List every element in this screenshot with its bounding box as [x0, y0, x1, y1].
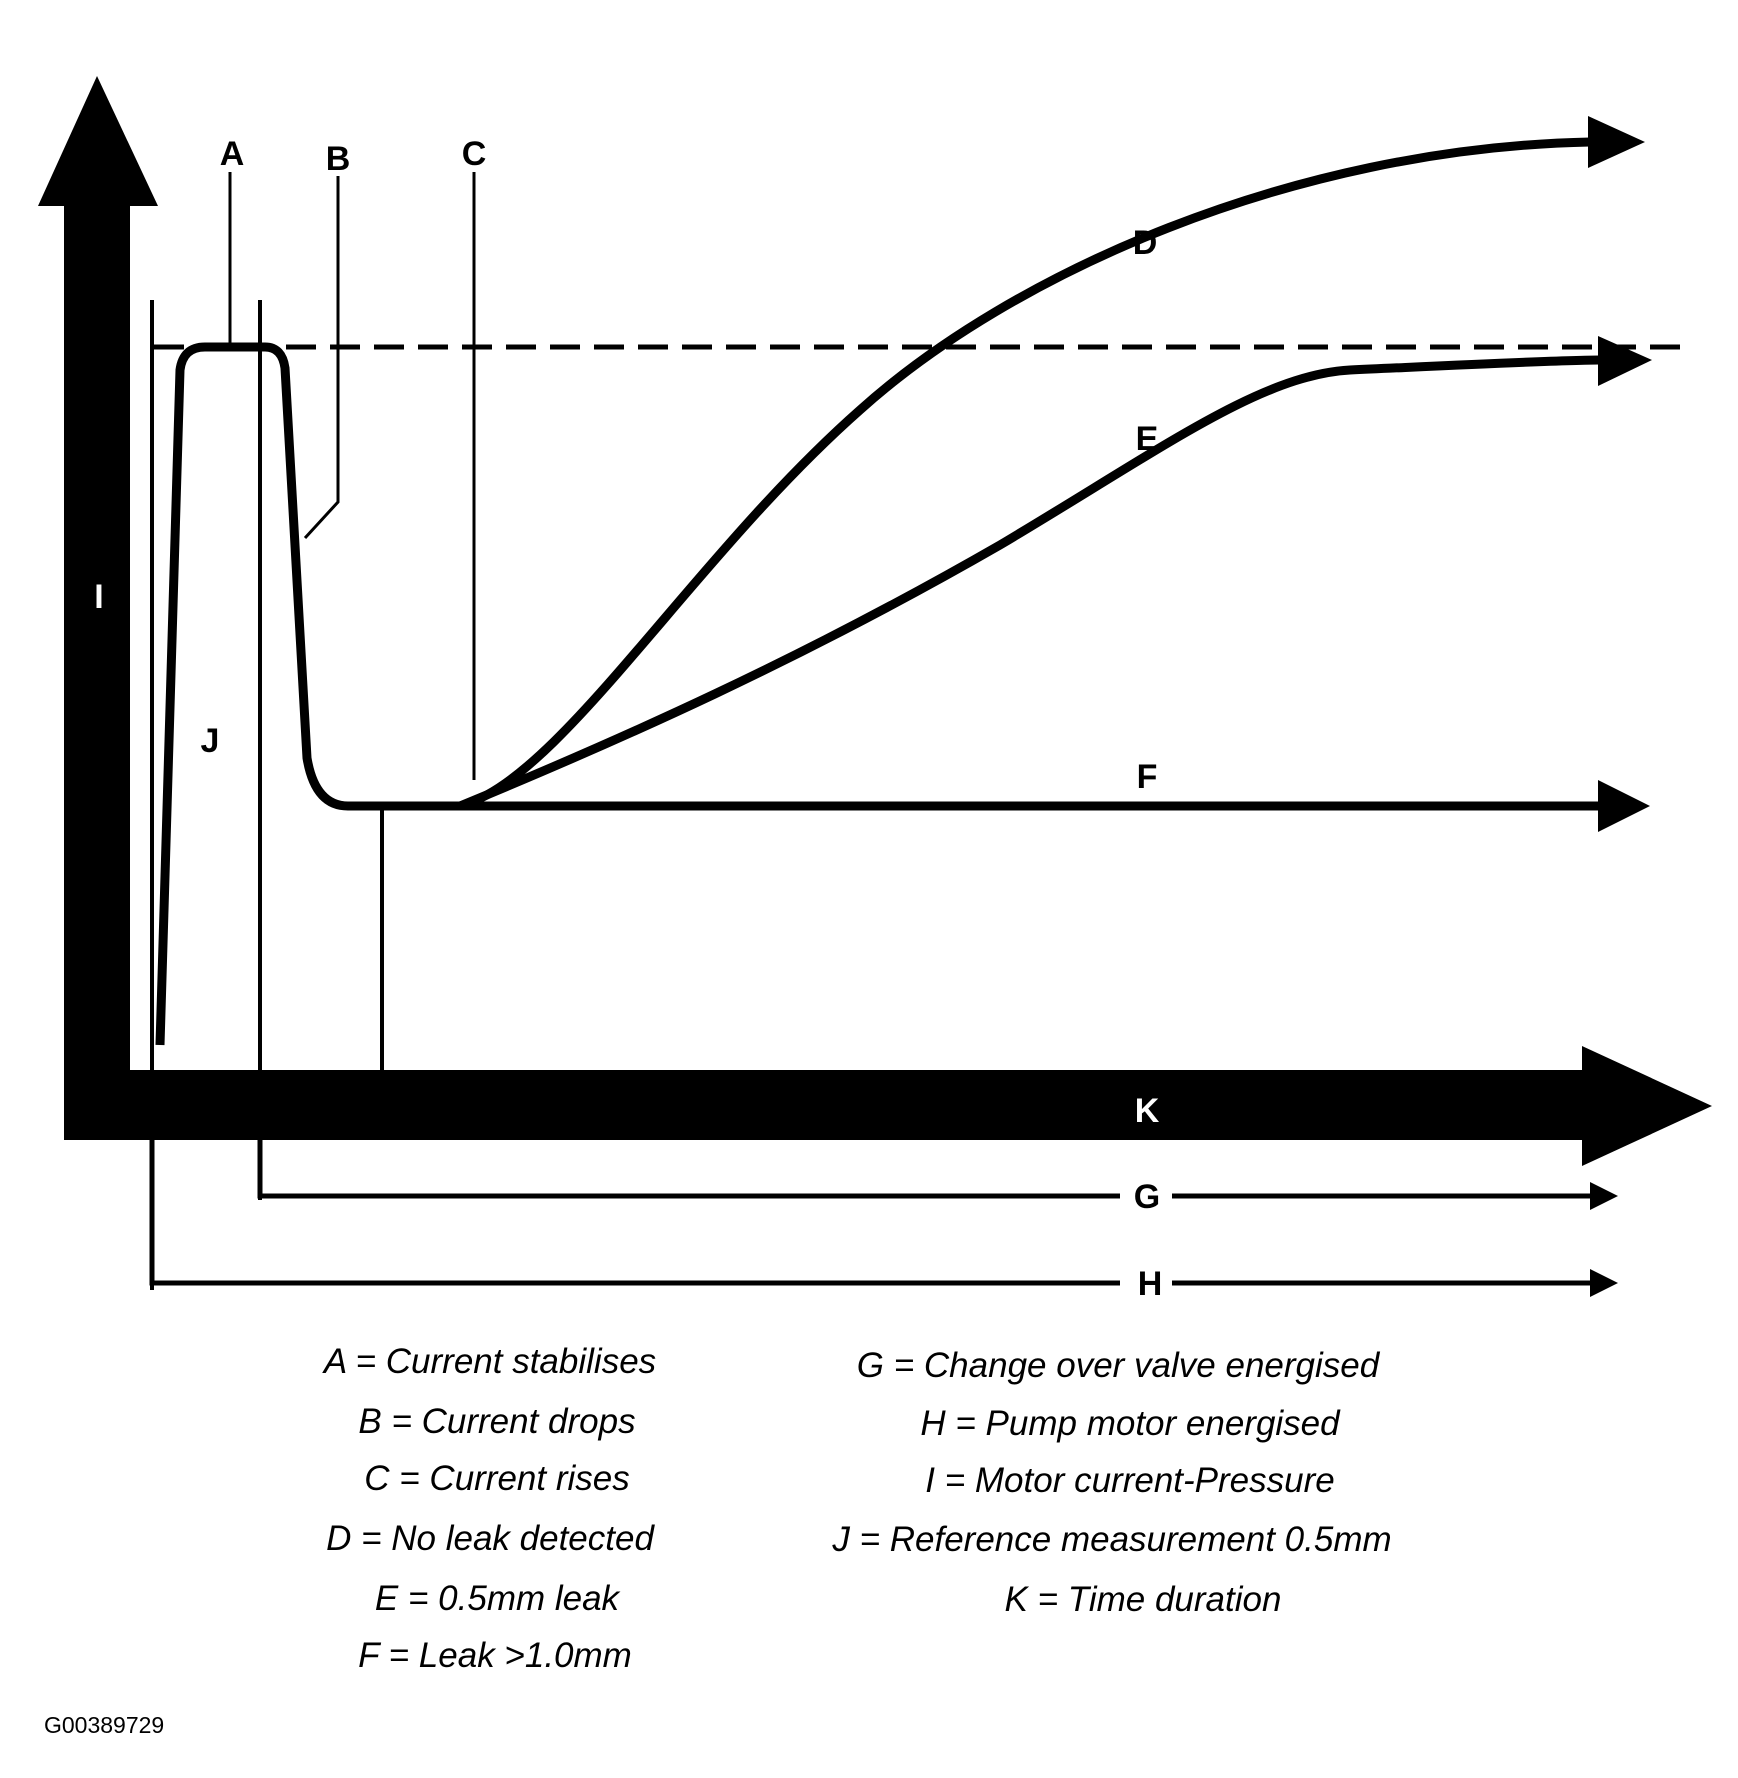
legend-i: I = Motor current-Pressure — [925, 1461, 1335, 1500]
curve-f-arrowhead — [1598, 780, 1650, 832]
label-e: E — [1136, 420, 1159, 458]
legend-g: G = Change over valve energised — [856, 1346, 1380, 1385]
current-curve — [155, 342, 460, 1046]
legend-a: A = Current stabilises — [323, 1342, 657, 1381]
legend-c: C = Current rises — [364, 1459, 630, 1498]
label-d: D — [1133, 224, 1158, 262]
line-g — [257, 1140, 1618, 1210]
label-h: H — [1138, 1265, 1163, 1303]
legend-b: B = Current drops — [358, 1402, 636, 1441]
legend-k: K = Time duration — [1004, 1580, 1282, 1619]
label-g: G — [1134, 1178, 1160, 1216]
curve-d-arrowhead — [1588, 116, 1645, 168]
x-axis-arrow — [64, 1046, 1712, 1166]
legend-e: E = 0.5mm leak — [374, 1579, 620, 1618]
legend-d: D = No leak detected — [326, 1519, 654, 1558]
label-k: K — [1135, 1092, 1160, 1130]
curve-e-arrowhead — [1598, 336, 1652, 386]
label-b: B — [326, 140, 351, 178]
legend-f: F = Leak >1.0mm — [358, 1636, 632, 1675]
label-c: C — [462, 135, 487, 173]
label-f: F — [1137, 758, 1158, 796]
figure-code: G00389729 — [44, 1712, 165, 1738]
label-i: I — [94, 578, 103, 616]
label-j: J — [201, 722, 220, 760]
curve-e-half-mm-leak — [458, 355, 1601, 811]
y-axis-arrow — [38, 76, 158, 1140]
legend-h: H = Pump motor energised — [920, 1404, 1340, 1443]
curve-d-no-leak — [458, 137, 1591, 811]
line-h — [149, 1140, 1618, 1297]
leader-b — [303, 176, 340, 540]
legend-j: J = Reference measurement 0.5mm — [832, 1520, 1392, 1559]
label-a: A — [220, 135, 245, 173]
